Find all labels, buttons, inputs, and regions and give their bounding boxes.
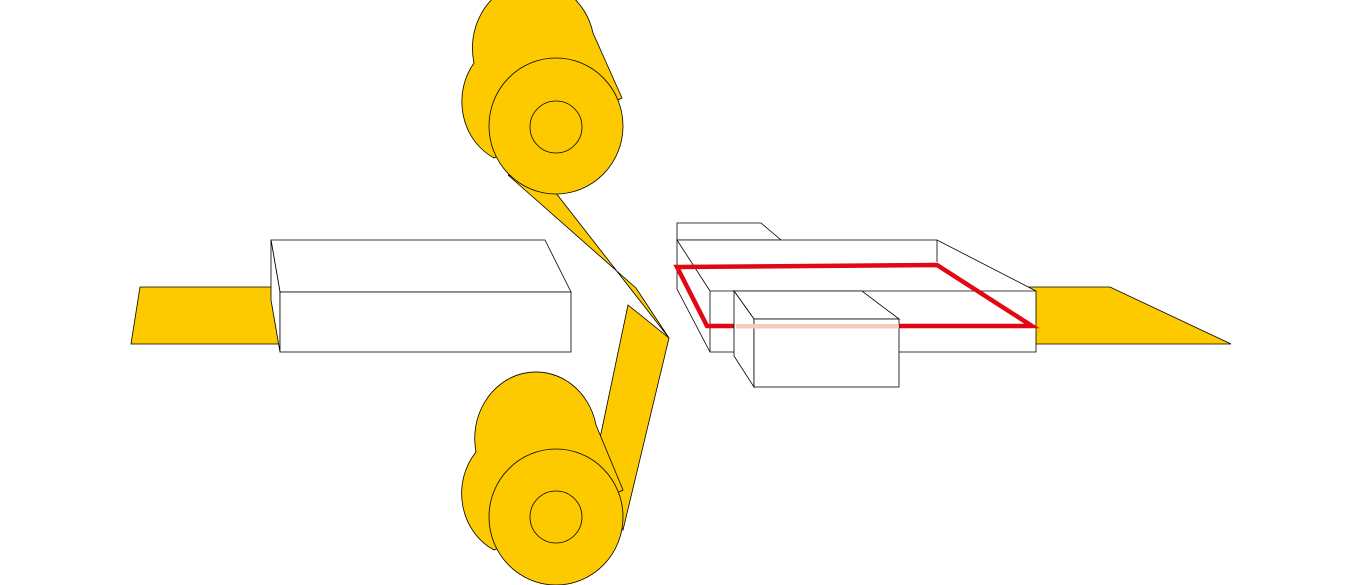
left-block-front-face [279,291,572,353]
upper-roll [461,0,624,195]
left-input-strip [130,286,281,345]
lower-roll [461,371,624,585]
left-block [270,239,572,353]
press-tool [673,222,1040,389]
lower-roll-hub [529,490,583,544]
red-frame [673,262,1040,329]
left-block-top-face [270,239,572,293]
upper-roll-hub [529,100,583,154]
red-frame-hidden-segment [736,324,899,329]
press-lower-block-front [753,318,900,388]
